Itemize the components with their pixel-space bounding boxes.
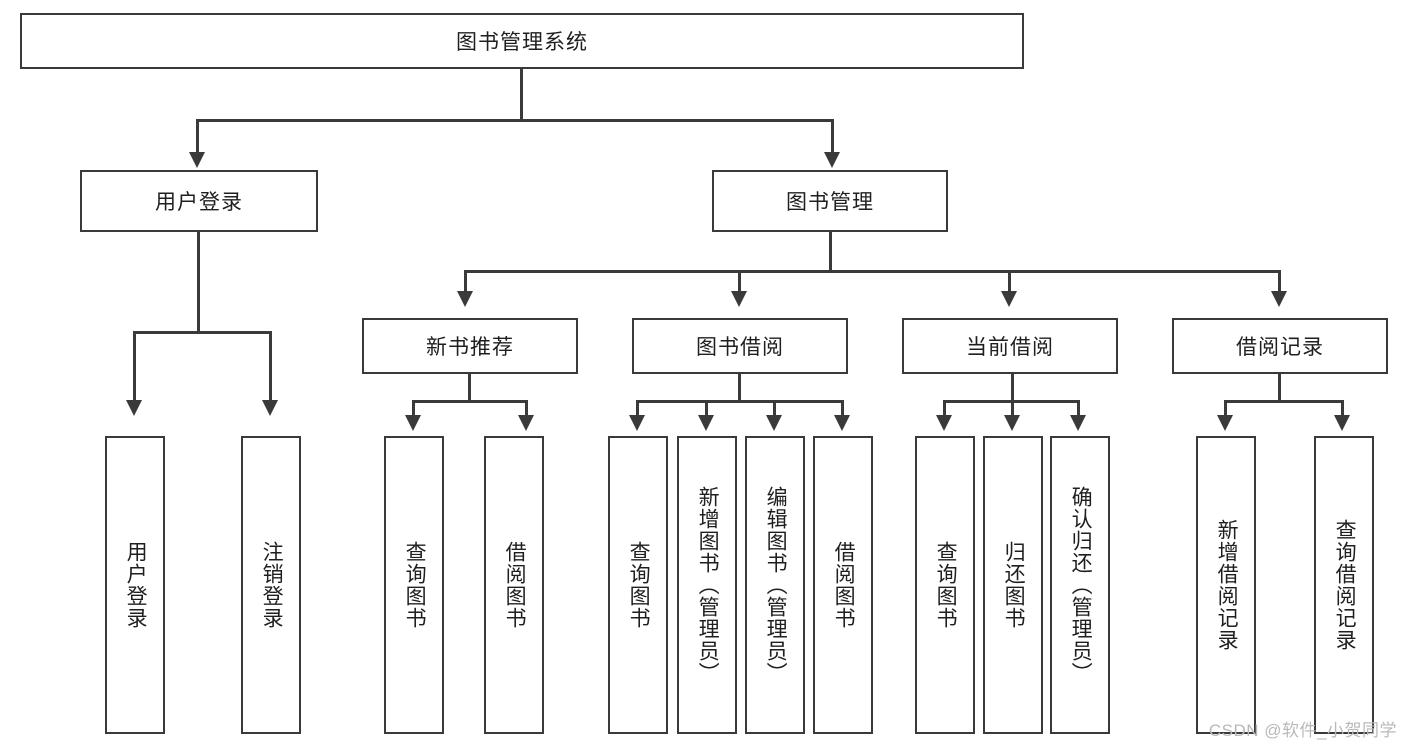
- leaf-book-borrow-add-book[interactable]: 新增图书（管理员）: [677, 436, 737, 734]
- node-label: 新增借阅记录: [1215, 519, 1239, 651]
- edge-borrow-record-to-leaf-2: [1341, 400, 1344, 416]
- node-borrow-record[interactable]: 借阅记录: [1172, 318, 1388, 374]
- edge-current-borrow-to-leaf-1: [943, 400, 946, 416]
- node-label: 借阅图书: [503, 541, 527, 629]
- edge-root-stem: [520, 69, 523, 121]
- edge-user-login-stem: [197, 232, 200, 333]
- leaf-user-login-signout[interactable]: 注销登录: [241, 436, 301, 734]
- arrowhead-book-borrow: [731, 291, 747, 307]
- edge-book-manage-to-book-borrow: [738, 270, 741, 292]
- node-current-borrow[interactable]: 当前借阅: [902, 318, 1118, 374]
- node-book-management[interactable]: 图书管理: [712, 170, 948, 232]
- arrowhead-to-book-manage: [824, 152, 840, 168]
- edge-current-borrow-stem: [1011, 374, 1014, 402]
- arrowhead-current-borrow-leaf-3: [1070, 415, 1086, 431]
- leaf-current-borrow-confirm-return[interactable]: 确认归还（管理员）: [1050, 436, 1110, 734]
- edge-user-login-bus: [133, 331, 272, 334]
- edge-root-to-book-manage: [831, 119, 834, 153]
- node-label: 编辑图书（管理员）: [764, 486, 788, 684]
- edge-book-borrow-to-leaf-4: [841, 400, 844, 416]
- leaf-book-borrow-edit-book[interactable]: 编辑图书（管理员）: [745, 436, 805, 734]
- edge-book-borrow-to-leaf-2: [705, 400, 708, 416]
- edge-book-manage-to-new-book: [464, 270, 467, 292]
- node-root-system[interactable]: 图书管理系统: [20, 13, 1024, 69]
- node-label: 借阅记录: [1236, 336, 1324, 359]
- edge-book-manage-stem: [829, 232, 832, 272]
- edge-book-manage-to-current-borrow: [1008, 270, 1011, 292]
- arrowhead-user-login-leaf-2: [262, 400, 278, 416]
- edge-root-to-user-login: [196, 119, 199, 153]
- arrowhead-borrow-record-leaf-1: [1217, 415, 1233, 431]
- node-new-book-recommend[interactable]: 新书推荐: [362, 318, 578, 374]
- arrowhead-new-book-leaf-2: [518, 415, 534, 431]
- edge-borrow-record-to-leaf-1: [1224, 400, 1227, 416]
- edge-book-borrow-stem: [738, 374, 741, 402]
- node-user-login[interactable]: 用户登录: [80, 170, 318, 232]
- node-label: 用户登录: [124, 541, 148, 629]
- edge-borrow-record-bus: [1224, 400, 1344, 403]
- leaf-borrow-record-query-record[interactable]: 查询借阅记录: [1314, 436, 1374, 734]
- node-label: 查询图书: [627, 541, 651, 629]
- node-label: 查询图书: [403, 541, 427, 629]
- leaf-book-borrow-borrow-book[interactable]: 借阅图书: [813, 436, 873, 734]
- node-book-borrow[interactable]: 图书借阅: [632, 318, 848, 374]
- node-label: 新书推荐: [426, 336, 514, 359]
- edge-current-borrow-to-leaf-3: [1077, 400, 1080, 416]
- arrowhead-book-borrow-leaf-1: [629, 415, 645, 431]
- edge-current-borrow-to-leaf-2: [1011, 400, 1014, 416]
- leaf-new-book-borrow-book[interactable]: 借阅图书: [484, 436, 544, 734]
- arrowhead-book-borrow-leaf-4: [834, 415, 850, 431]
- arrowhead-user-login-leaf-1: [126, 400, 142, 416]
- leaf-new-book-query-book[interactable]: 查询图书: [384, 436, 444, 734]
- node-label: 确认归还（管理员）: [1069, 486, 1093, 684]
- node-label: 注销登录: [260, 541, 284, 629]
- edge-book-borrow-bus: [636, 400, 844, 403]
- edge-root-bus: [196, 119, 834, 122]
- leaf-current-borrow-return-book[interactable]: 归还图书: [983, 436, 1043, 734]
- csdn-watermark: CSDN @软件_小贺同学: [1208, 721, 1397, 740]
- edge-new-book-bus: [412, 400, 528, 403]
- edge-book-manage-to-borrow-record: [1278, 270, 1281, 292]
- leaf-book-borrow-query-book[interactable]: 查询图书: [608, 436, 668, 734]
- node-label: 当前借阅: [966, 336, 1054, 359]
- arrowhead-book-borrow-leaf-2: [698, 415, 714, 431]
- node-label: 新增图书（管理员）: [696, 486, 720, 684]
- arrowhead-to-user-login: [189, 152, 205, 168]
- node-label: 归还图书: [1002, 541, 1026, 629]
- arrowhead-borrow-record: [1271, 291, 1287, 307]
- arrowhead-current-borrow: [1001, 291, 1017, 307]
- arrowhead-current-borrow-leaf-2: [1004, 415, 1020, 431]
- edge-book-borrow-to-leaf-1: [636, 400, 639, 416]
- edge-new-book-to-leaf-1: [412, 400, 415, 416]
- arrowhead-borrow-record-leaf-2: [1334, 415, 1350, 431]
- edge-borrow-record-stem: [1278, 374, 1281, 402]
- arrowhead-current-borrow-leaf-1: [936, 415, 952, 431]
- leaf-user-login-signin[interactable]: 用户登录: [105, 436, 165, 734]
- node-label: 图书管理系统: [456, 31, 588, 54]
- node-label: 查询借阅记录: [1333, 519, 1357, 651]
- node-label: 图书管理: [786, 191, 874, 214]
- arrowhead-new-book-recommend: [457, 291, 473, 307]
- node-label: 借阅图书: [832, 541, 856, 629]
- arrowhead-book-borrow-leaf-3: [766, 415, 782, 431]
- leaf-current-borrow-query-book[interactable]: 查询图书: [915, 436, 975, 734]
- edge-user-login-to-leaf-2: [269, 331, 272, 401]
- leaf-borrow-record-add-record[interactable]: 新增借阅记录: [1196, 436, 1256, 734]
- edge-new-book-stem: [468, 374, 471, 402]
- edge-new-book-to-leaf-2: [525, 400, 528, 416]
- node-label: 用户登录: [155, 191, 243, 214]
- arrowhead-new-book-leaf-1: [405, 415, 421, 431]
- edge-book-borrow-to-leaf-3: [773, 400, 776, 416]
- node-label: 查询图书: [934, 541, 958, 629]
- edge-book-manage-bus: [464, 270, 1281, 273]
- node-label: 图书借阅: [696, 336, 784, 359]
- edge-user-login-to-leaf-1: [133, 331, 136, 401]
